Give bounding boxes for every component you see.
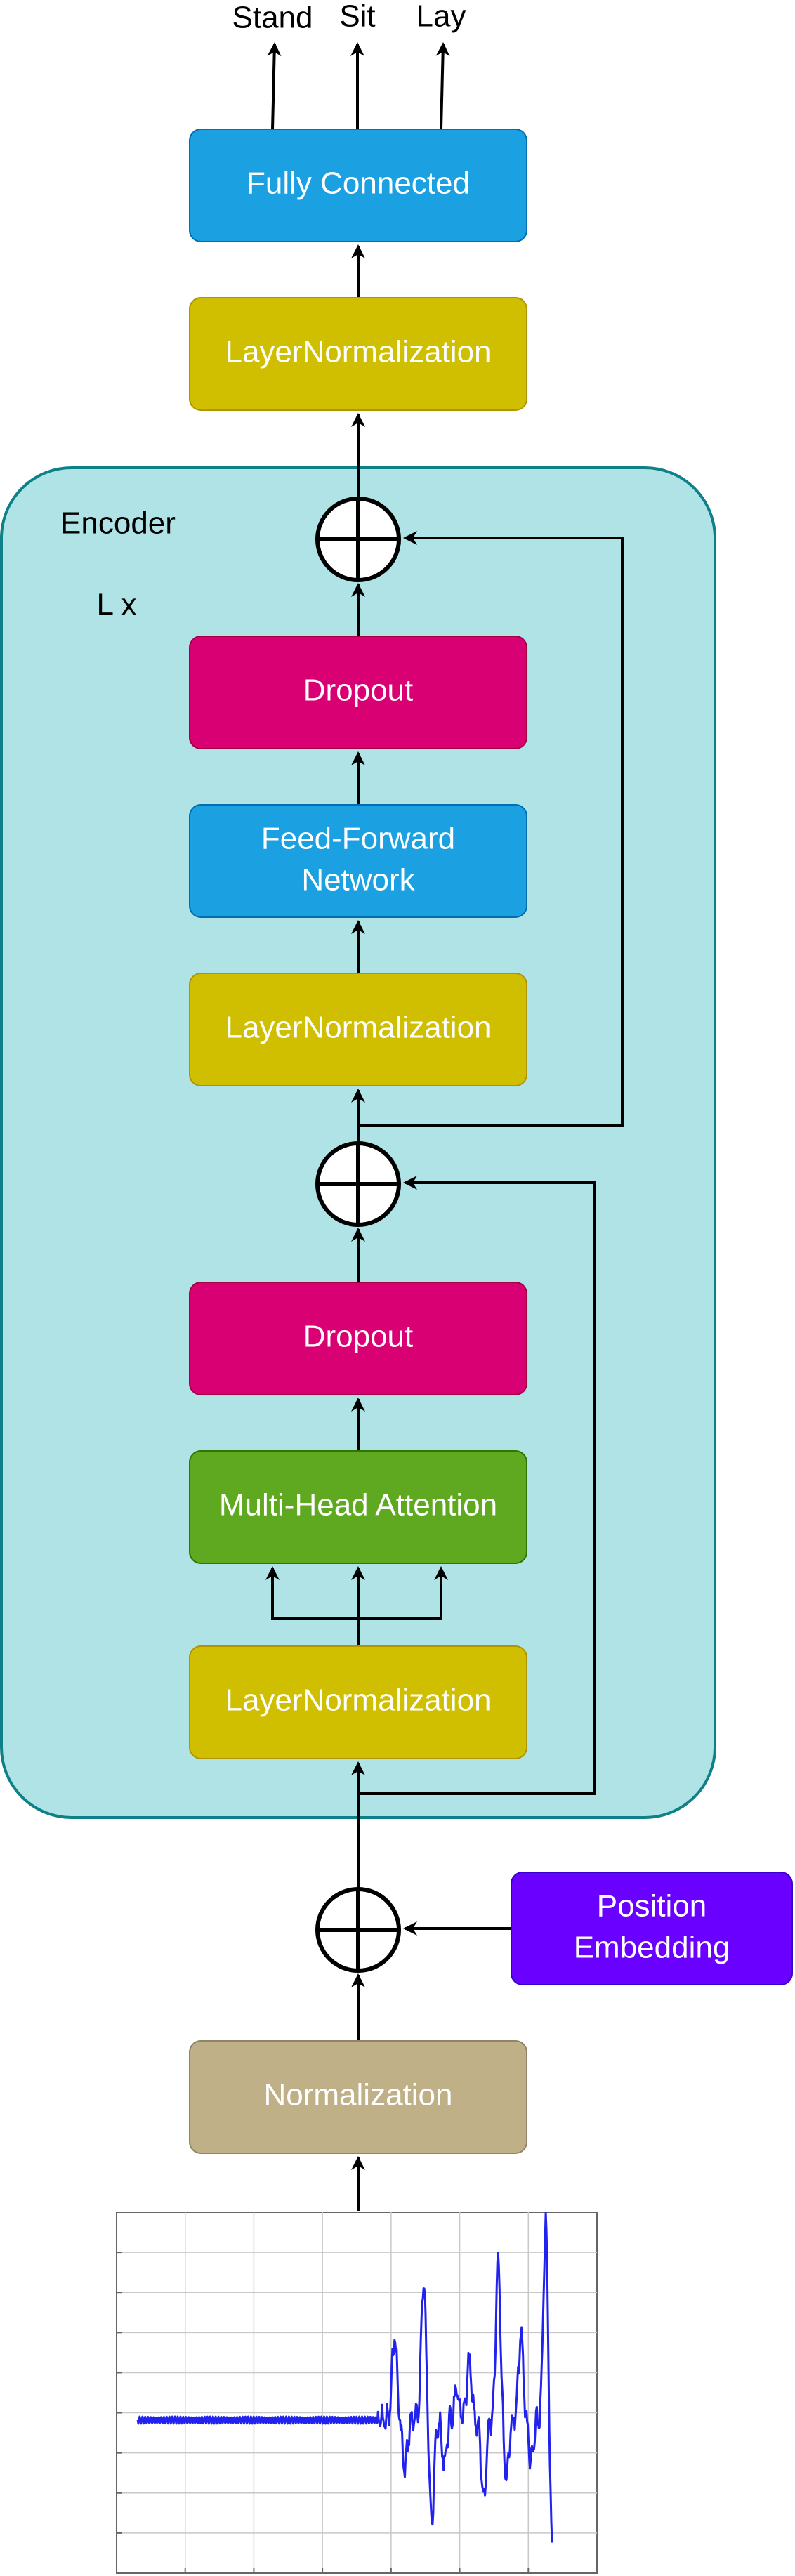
output-label-sit: Sit [339, 0, 375, 34]
normalization-block [189, 2040, 527, 2154]
add-node-position-embedding [315, 1887, 401, 1973]
layernorm-ffn-label: LayerNormalization [225, 1011, 491, 1045]
layernorm-final-block [189, 297, 527, 411]
feed-forward-label-line2: Network [301, 863, 415, 898]
dropout-attention-block [189, 1282, 527, 1395]
feed-forward-block [189, 804, 527, 918]
encoder-title: Encoder [60, 506, 176, 541]
layernorm-attention-label: LayerNormalization [225, 1683, 491, 1718]
position-embedding-label-line2: Embedding [574, 1931, 730, 1965]
dropout-ffn-label: Dropout [303, 673, 414, 708]
output-label-stand: Stand [232, 1, 313, 35]
add-node-residual-1 [315, 1141, 401, 1227]
position-embedding-label-line1: Position [597, 1889, 707, 1924]
layernorm-final-label: LayerNormalization [225, 335, 491, 369]
fully-connected-label: Fully Connected [247, 166, 470, 201]
encoder-repeat-label: L x [96, 588, 136, 622]
input-signal-line [136, 2211, 553, 2543]
layernorm-ffn-block [189, 973, 527, 1086]
dropout-attention-label: Dropout [303, 1320, 414, 1354]
feed-forward-label-line1: Feed-Forward [261, 822, 455, 856]
output-label-lay: Lay [416, 0, 466, 34]
multi-head-attention-label: Multi-Head Attention [219, 1488, 497, 1523]
dropout-ffn-block [189, 636, 527, 749]
multi-head-attention-block [189, 1450, 527, 1564]
normalization-label: Normalization [264, 2078, 453, 2112]
fully-connected-block [189, 129, 527, 242]
layernorm-attention-block [189, 1645, 527, 1759]
add-node-residual-2 [315, 497, 401, 582]
position-embedding-block [511, 1872, 793, 1985]
input-signal-plot [116, 2211, 598, 2574]
